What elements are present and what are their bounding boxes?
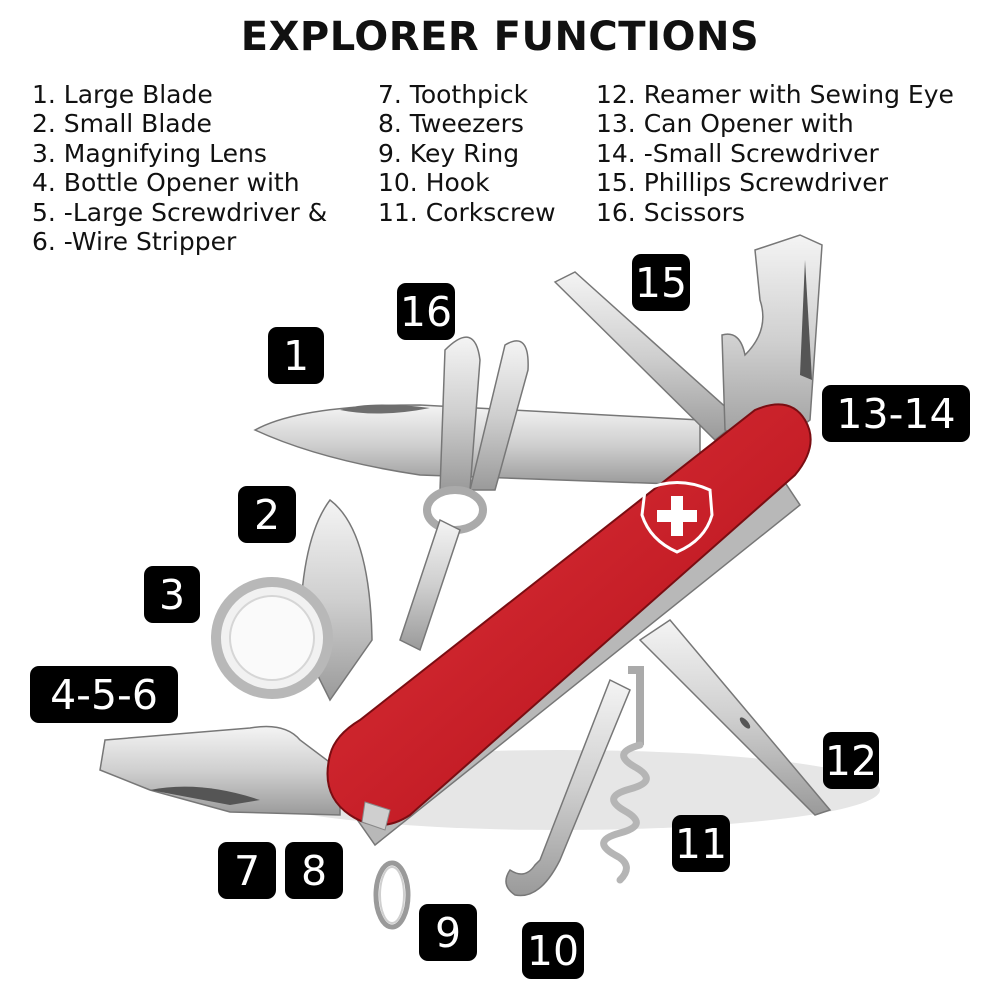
legend-item-8: 8. Tweezers (378, 109, 524, 139)
scissors-handle (423, 486, 487, 534)
callout-hook: 10 (522, 922, 584, 979)
callout-bottle-opener: 4-5-6 (30, 666, 178, 723)
legend-item-7: 7. Toothpick (378, 80, 529, 109)
legend-item-5: 5. -Large Screwdriver & (32, 197, 328, 227)
legend-column-1: 1. Large Blade 2. Small Blade 3. Magnify… (32, 80, 327, 256)
cross-shield-icon (640, 481, 714, 554)
legend-item-13: 13. Can Opener with (596, 109, 854, 139)
large-blade-nail-nick (340, 404, 430, 414)
sewing-eye (739, 717, 751, 729)
callout-phillips-screwdriver: 15 (632, 254, 690, 311)
legend-item-12: 12. Reamer with Sewing Eye (596, 80, 954, 109)
callout-tweezers: 8 (285, 842, 343, 899)
legend-item-10: 10. Hook (378, 168, 490, 198)
toothpick-end (361, 801, 391, 831)
callout-reamer: 12 (823, 732, 879, 789)
callout-scissors: 16 (397, 283, 455, 340)
callout-toothpick: 7 (218, 842, 276, 899)
scissors-blade-a (439, 336, 481, 491)
key-ring-inner (379, 866, 405, 924)
legend-item-6: 6. -Wire Stripper (32, 227, 237, 257)
callout-small-blade: 2 (238, 486, 296, 543)
page-title: EXPLORER FUNCTIONS (240, 14, 760, 60)
cross-horizontal (657, 510, 697, 522)
legend-item-11: 11. Corkscrew (378, 197, 556, 227)
callout-corkscrew: 11 (672, 815, 730, 872)
callout-key-ring: 9 (419, 904, 477, 961)
can-opener-slot (800, 260, 812, 380)
corkscrew-spiral (600, 741, 650, 884)
bottle-opener-hook (150, 786, 260, 805)
red-handle (326, 403, 812, 826)
bottle-opener (99, 725, 341, 816)
scissors-blade-b (469, 340, 529, 491)
legend-item-15: 15. Phillips Screwdriver (596, 168, 888, 198)
corkscrew-shaft (628, 666, 644, 745)
legend-item-14: 14. -Small Screwdriver (596, 138, 879, 168)
hook (505, 678, 631, 897)
callout-large-blade: 1 (268, 327, 324, 384)
legend-item-3: 3. Magnifying Lens (32, 138, 267, 168)
reamer (638, 619, 832, 816)
scissors-spring (399, 518, 461, 652)
legend-item-9: 9. Key Ring (378, 138, 520, 168)
lens-glass (229, 595, 315, 681)
legend-item-2: 2. Small Blade (32, 109, 212, 139)
legend-column-2: 7. Toothpick 8. Tweezers 9. Key Ring 10.… (378, 80, 556, 227)
callout-can-opener: 13-14 (822, 385, 970, 442)
legend-item-16: 16. Scissors (596, 197, 745, 227)
callout-magnifying-lens: 3 (144, 566, 200, 623)
legend-item-1: 1. Large Blade (32, 80, 213, 109)
legend-column-3: 12. Reamer with Sewing Eye 13. Can Opene… (596, 80, 954, 227)
legend-item-4: 4. Bottle Opener with (32, 168, 300, 198)
key-ring (373, 860, 411, 930)
